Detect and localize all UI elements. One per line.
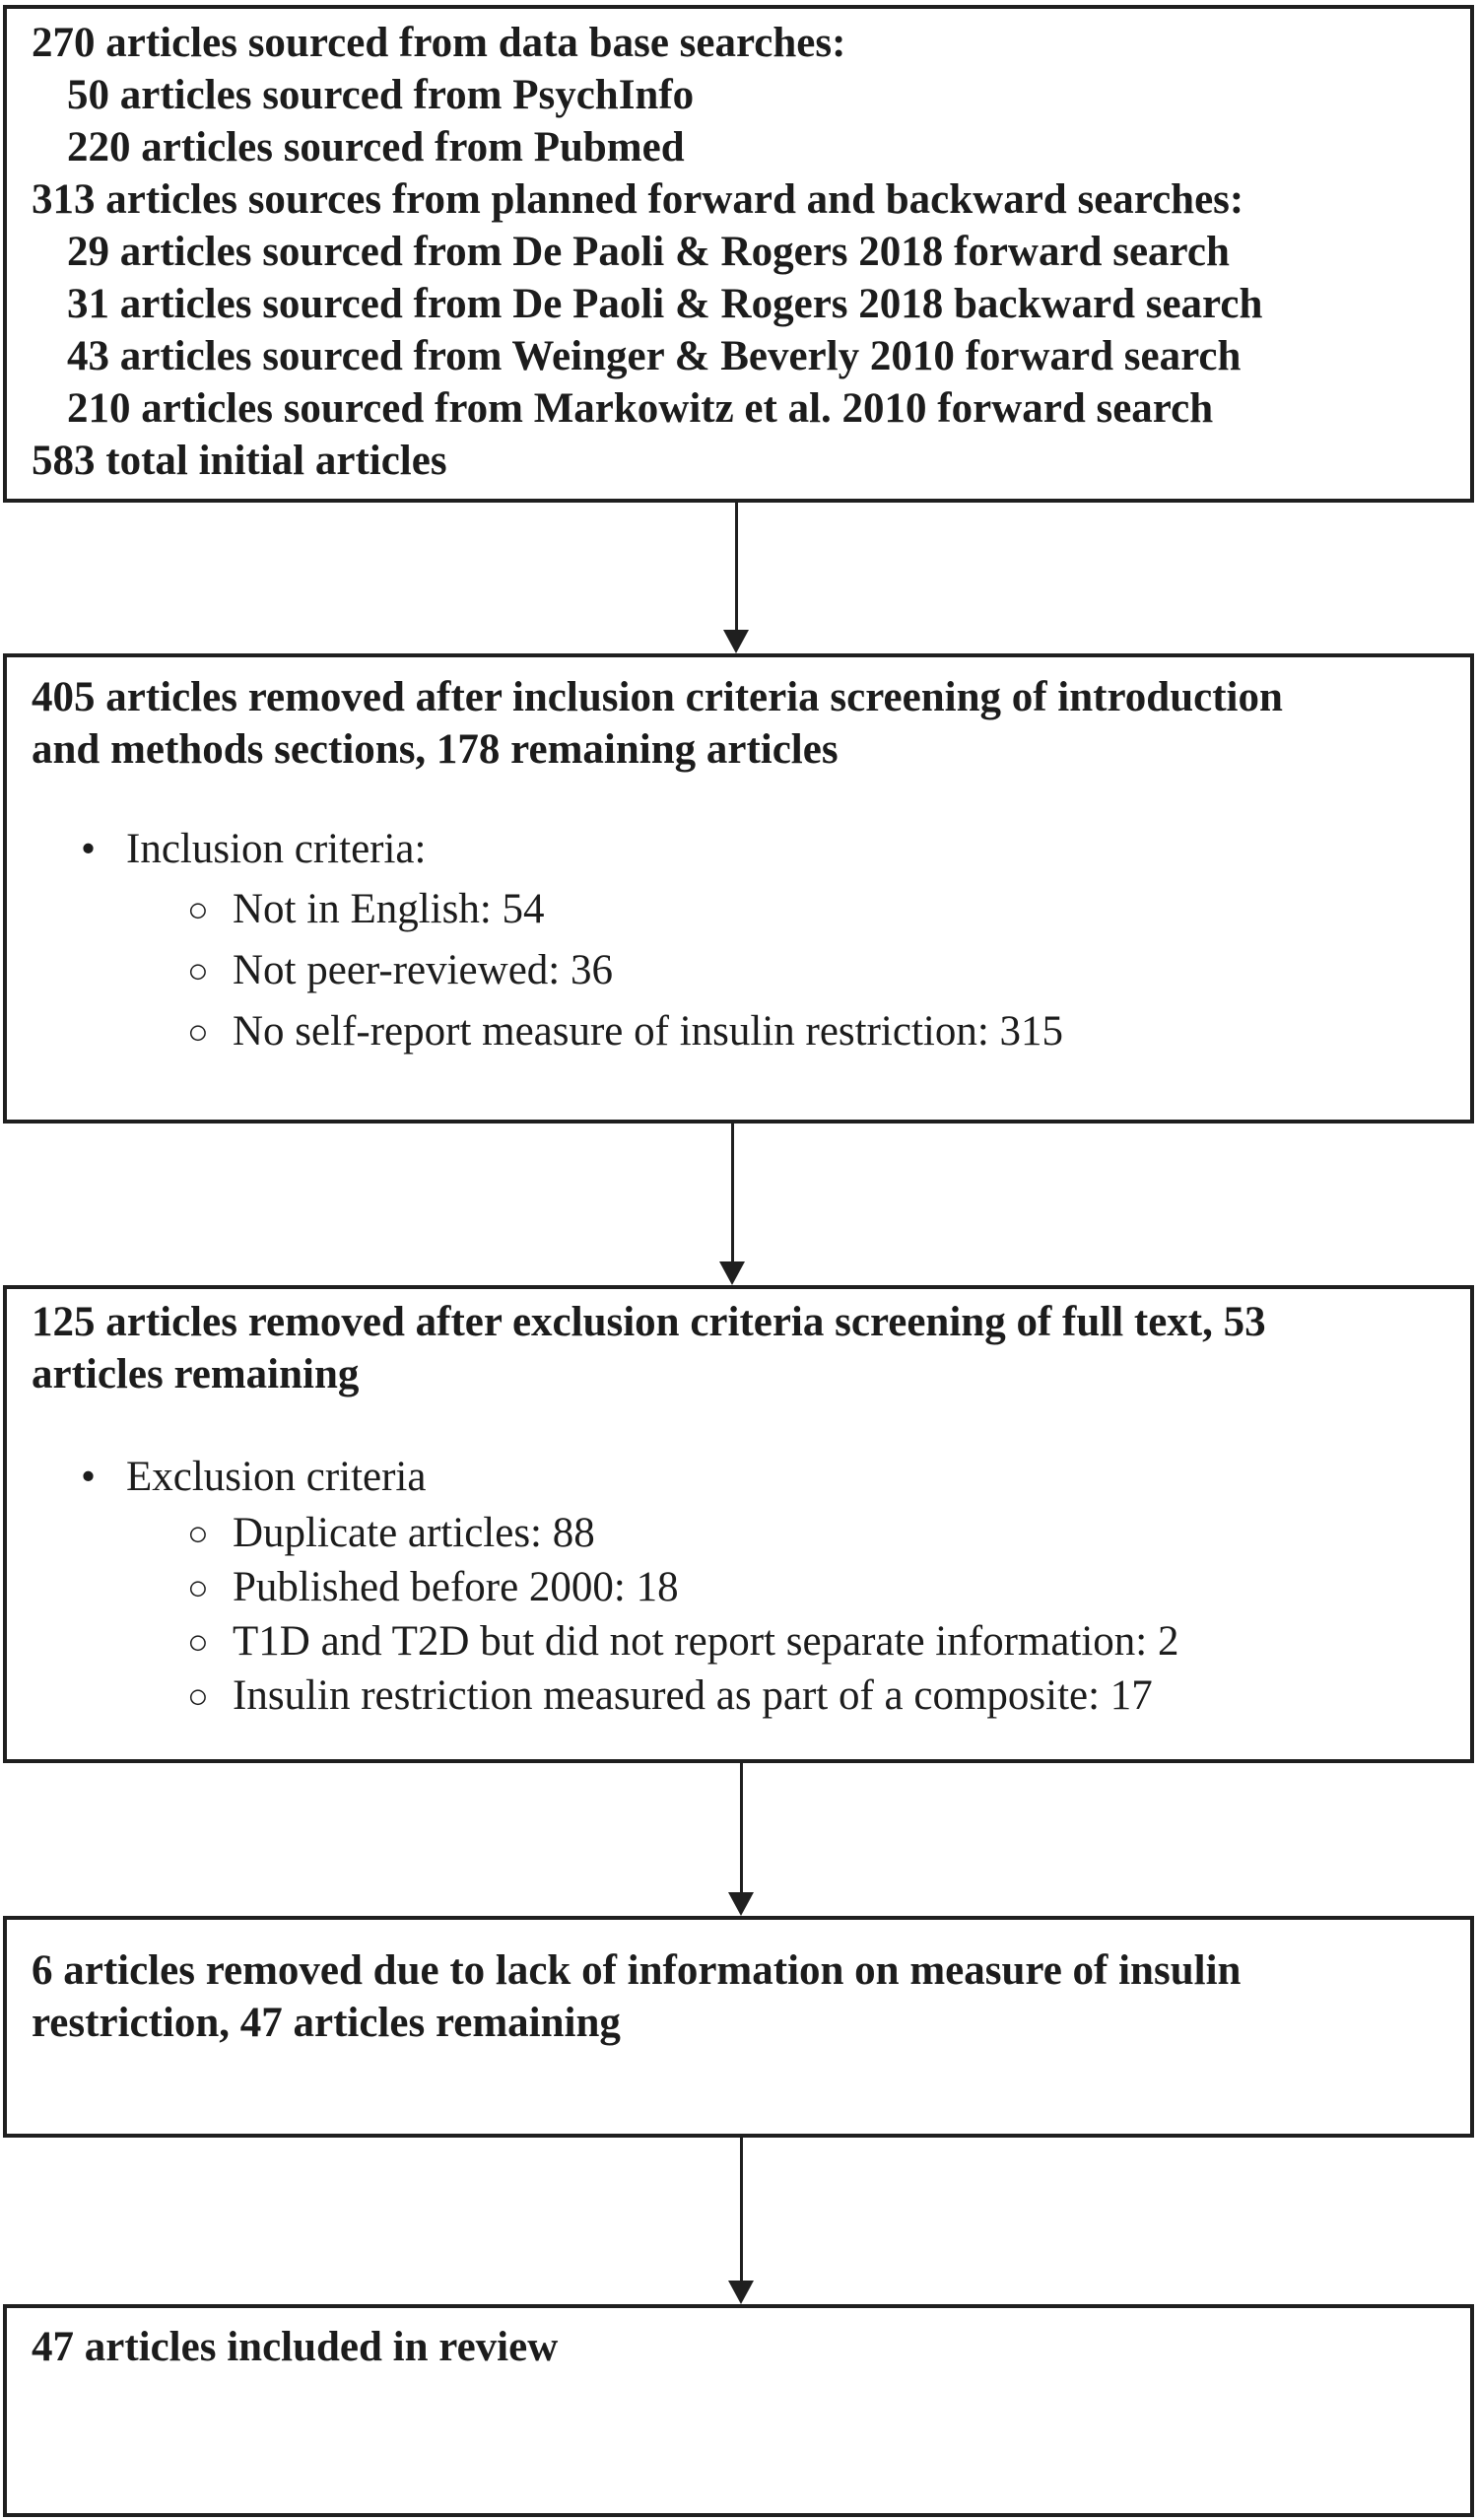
arrow-stem bbox=[739, 2138, 743, 2284]
down-arrow-icon bbox=[728, 2138, 754, 2304]
sub-bullet-item: ○ Published before 2000: 18 bbox=[7, 1561, 1470, 1613]
down-arrow-icon bbox=[728, 1763, 754, 1916]
filled-bullet-icon: • bbox=[81, 1454, 97, 1500]
flow-text-line: 210 articles sourced from Markowitz et a… bbox=[67, 385, 1214, 432]
arrow-stem bbox=[739, 1763, 743, 1896]
box-initial-articles: 270 articles sourced from data base sear… bbox=[3, 5, 1474, 503]
sub-bullet-item-label: Published before 2000: 18 bbox=[233, 1564, 679, 1610]
sub-bullet-item-label: T1D and T2D but did not report separate … bbox=[233, 1618, 1179, 1665]
hollow-bullet-icon: ○ bbox=[187, 1622, 209, 1662]
box-inclusion-screening: 405 articles removed after inclusion cri… bbox=[3, 653, 1474, 1124]
hollow-bullet-icon: ○ bbox=[187, 1676, 209, 1716]
box-header-line: 6 articles removed due to lack of inform… bbox=[32, 1947, 1242, 1994]
hollow-bullet-icon: ○ bbox=[187, 951, 209, 990]
bullet-item: • Inclusion criteria: bbox=[7, 823, 1470, 875]
arrow-head bbox=[728, 2281, 754, 2304]
box-measure-info-removal: 6 articles removed due to lack of inform… bbox=[3, 1916, 1474, 2138]
box-header-line: 47 articles included in review bbox=[32, 2324, 559, 2370]
sub-bullet-item: ○ Not peer-reviewed: 36 bbox=[7, 944, 1470, 996]
sub-bullet-item: ○ Not in English: 54 bbox=[7, 883, 1470, 935]
sub-bullet-item-label: Not in English: 54 bbox=[233, 886, 545, 932]
flow-text-line: 583 total initial articles bbox=[32, 438, 447, 484]
arrow-head bbox=[723, 630, 749, 653]
sub-bullet-item-label: Duplicate articles: 88 bbox=[233, 1510, 595, 1556]
box-header-line: articles remaining bbox=[32, 1351, 360, 1397]
hollow-bullet-icon: ○ bbox=[187, 890, 209, 929]
flow-text-line: 313 articles sources from planned forwar… bbox=[32, 176, 1244, 223]
hollow-bullet-icon: ○ bbox=[187, 1568, 209, 1607]
bullet-item-label: Exclusion criteria bbox=[126, 1454, 427, 1500]
bullet-item: • Exclusion criteria bbox=[7, 1451, 1470, 1503]
sub-bullet-item-label: No self-report measure of insulin restri… bbox=[233, 1008, 1064, 1055]
arrow-stem bbox=[730, 1124, 734, 1265]
sub-bullet-item: ○ No self-report measure of insulin restr… bbox=[7, 1005, 1470, 1057]
box-included-in-review: 47 articles included in review bbox=[3, 2304, 1474, 2517]
hollow-bullet-icon: ○ bbox=[187, 1012, 209, 1052]
box-exclusion-screening: 125 articles removed after exclusion cri… bbox=[3, 1285, 1474, 1763]
flow-text-line: 220 articles sourced from Pubmed bbox=[67, 124, 685, 170]
flow-text-line: 43 articles sourced from Weinger & Bever… bbox=[67, 333, 1242, 379]
filled-bullet-icon: • bbox=[81, 826, 97, 872]
bullet-item-label: Inclusion criteria: bbox=[126, 826, 427, 872]
sub-bullet-item: ○ T1D and T2D but did not report separate… bbox=[7, 1615, 1470, 1668]
box-header-line: restriction, 47 articles remaining bbox=[32, 2000, 621, 2046]
box-header-line: 405 articles removed after inclusion cri… bbox=[32, 674, 1283, 720]
sub-bullet-item: ○ Insulin restriction measured as part of… bbox=[7, 1669, 1470, 1722]
flow-text-line: 29 articles sourced from De Paoli & Roge… bbox=[67, 229, 1230, 275]
arrow-head bbox=[719, 1261, 745, 1285]
flow-text-line: 270 articles sourced from data base sear… bbox=[32, 20, 846, 66]
down-arrow-icon bbox=[723, 503, 749, 653]
arrow-head bbox=[728, 1892, 754, 1916]
arrow-stem bbox=[734, 503, 738, 634]
sub-bullet-item: ○ Duplicate articles: 88 bbox=[7, 1507, 1470, 1559]
box-header-line: and methods sections, 178 remaining arti… bbox=[32, 726, 839, 773]
down-arrow-icon bbox=[719, 1124, 745, 1285]
flow-text-line: 50 articles sourced from PsychInfo bbox=[67, 72, 695, 118]
flow-text-line: 31 articles sourced from De Paoli & Roge… bbox=[67, 281, 1263, 327]
hollow-bullet-icon: ○ bbox=[187, 1514, 209, 1553]
box-header-line: 125 articles removed after exclusion cri… bbox=[32, 1299, 1266, 1345]
sub-bullet-item-label: Not peer-reviewed: 36 bbox=[233, 947, 613, 993]
sub-bullet-item-label: Insulin restriction measured as part of … bbox=[233, 1672, 1153, 1719]
